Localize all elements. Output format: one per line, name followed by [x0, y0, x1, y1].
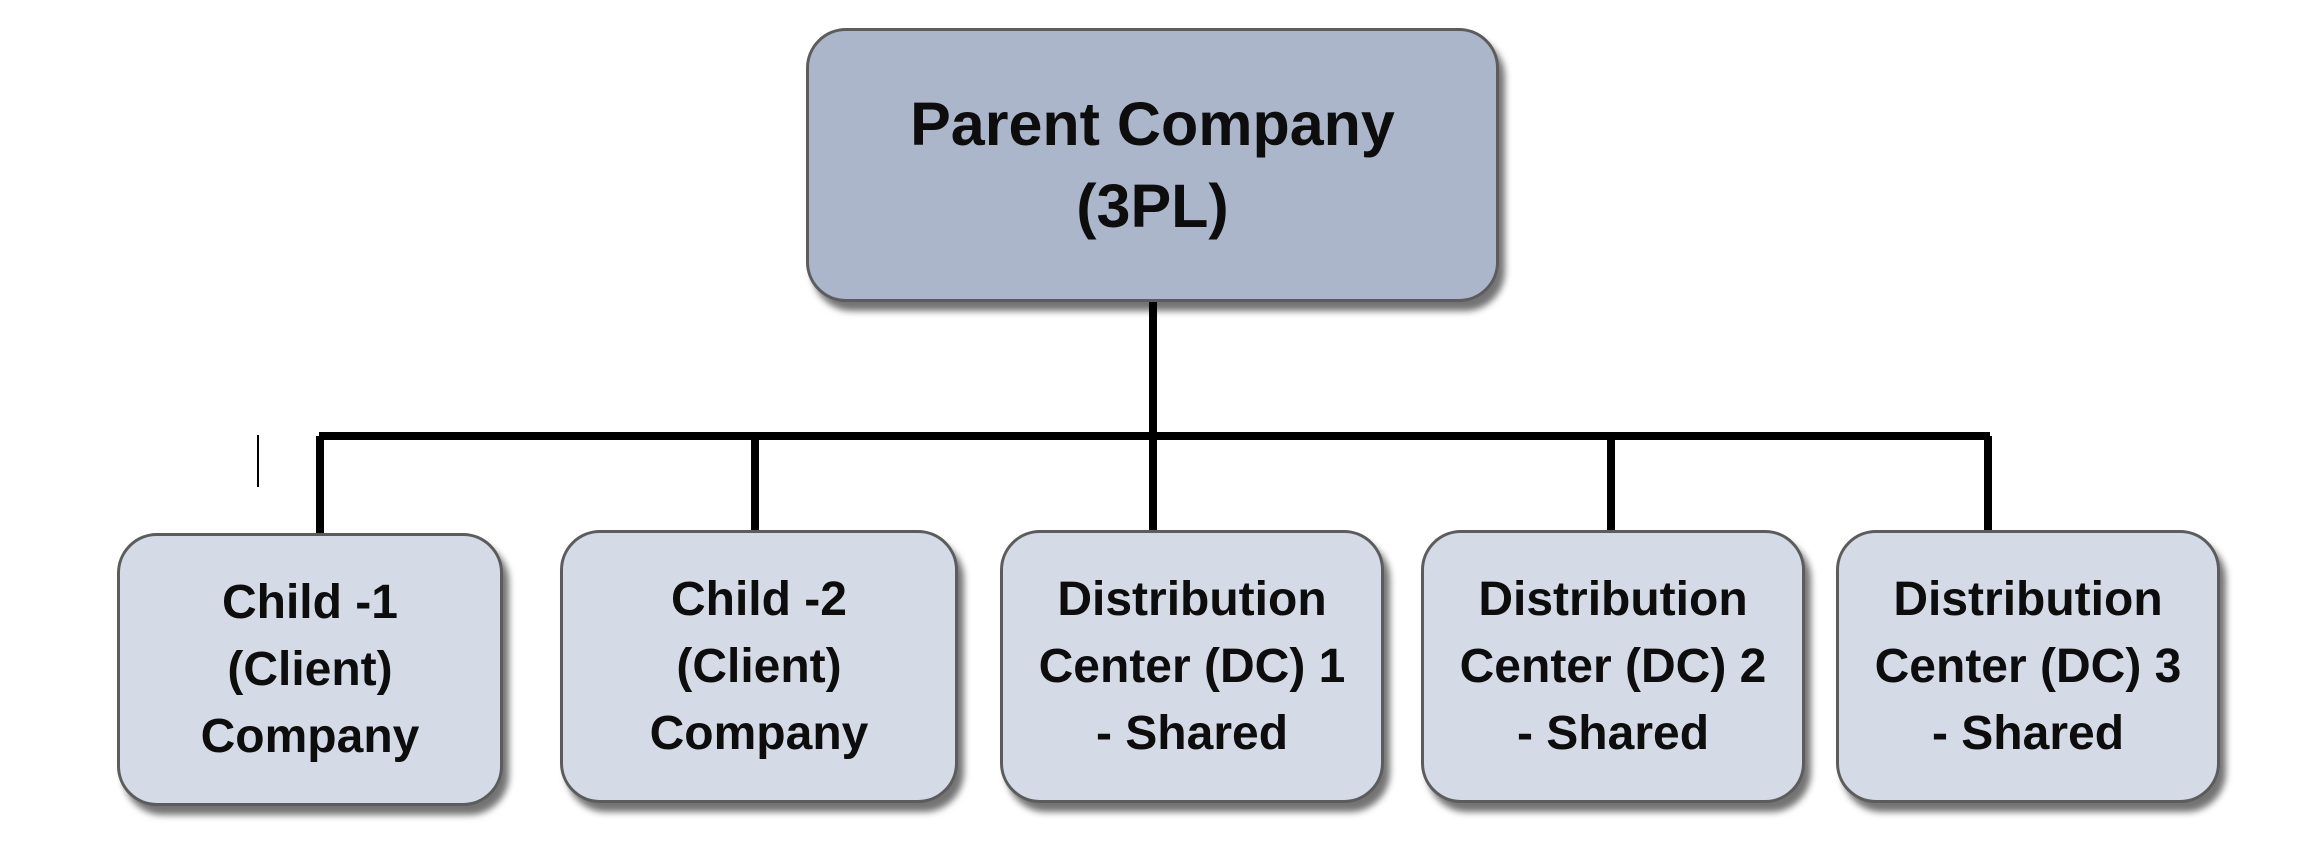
dc-3-line-3: - Shared	[1931, 707, 2125, 761]
dc-3-line-2: Center (DC) 3	[1874, 639, 2182, 693]
dc-2-line-1: Distribution	[1478, 572, 1748, 626]
child-2-line-1: Child -2	[670, 572, 847, 626]
dc-3-line-1: Distribution	[1893, 572, 2163, 626]
parent-company-subtitle: (3PL)	[1076, 172, 1229, 240]
child-1-line-3: Company	[200, 710, 420, 764]
distribution-center-1-box: Distribution Center (DC) 1 - Shared	[1000, 530, 1384, 803]
child-1-line-1: Child -1	[221, 575, 398, 629]
parent-company-box: Parent Company (3PL)	[806, 28, 1499, 302]
dc-2-line-2: Center (DC) 2	[1459, 639, 1767, 693]
child-2-client-company-box: Child -2 (Client) Company	[560, 530, 958, 803]
child-2-line-3: Company	[649, 707, 869, 761]
dc-2-line-3: - Shared	[1516, 707, 1710, 761]
child-1-client-company-box: Child -1 (Client) Company	[117, 533, 503, 806]
distribution-center-3-box: Distribution Center (DC) 3 - Shared	[1836, 530, 2220, 803]
parent-company-title: Parent Company	[910, 89, 1395, 158]
child-2-line-2: (Client)	[676, 639, 842, 693]
dc-1-line-1: Distribution	[1057, 572, 1327, 626]
distribution-center-2-box: Distribution Center (DC) 2 - Shared	[1421, 530, 1805, 803]
dc-1-line-3: - Shared	[1095, 707, 1289, 761]
dc-1-line-2: Center (DC) 1	[1038, 639, 1346, 693]
child-1-line-2: (Client)	[227, 642, 393, 696]
